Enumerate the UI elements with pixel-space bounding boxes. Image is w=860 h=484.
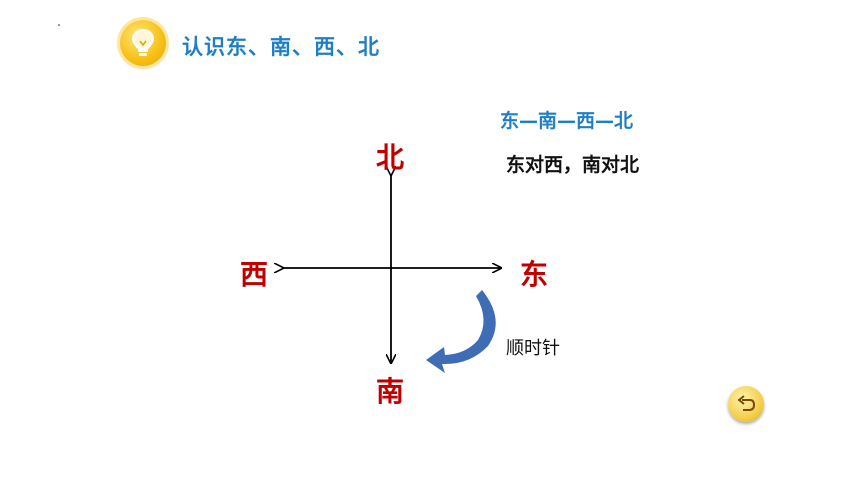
west-label: 西 (240, 258, 269, 291)
south-label: 南 (376, 375, 405, 408)
page-title: 认识东、南、西、北 (182, 35, 380, 59)
lightbulb-icon (120, 20, 166, 66)
north-label: 北 (376, 141, 405, 174)
east-label: 东 (520, 258, 549, 291)
back-button[interactable] (728, 386, 764, 422)
stray-dot (58, 24, 60, 26)
clockwise-arrow (426, 290, 496, 373)
clockwise-label: 顺时针 (506, 338, 560, 359)
back-arrow-icon (737, 395, 756, 411)
opposite-directions-rule: 东对西，南对北 (506, 154, 640, 176)
direction-sequence: 东—南—西—北 (500, 110, 634, 132)
